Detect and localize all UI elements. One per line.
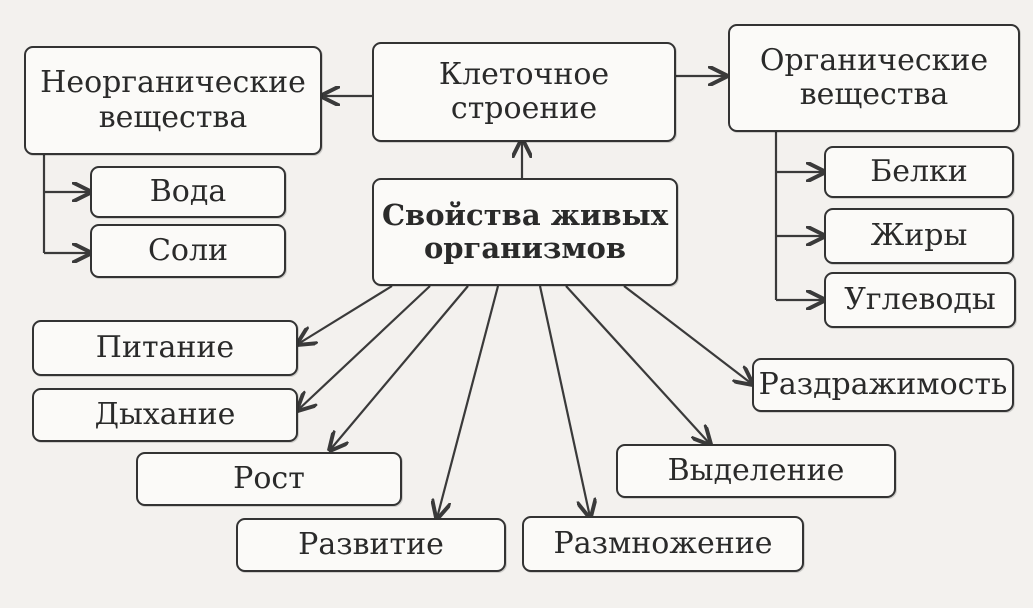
node-inorganic: Неорганические вещества [24, 46, 322, 155]
arrow-center-reproduction [538, 285, 590, 517]
node-inorganic-label: Неорганические вещества [40, 65, 306, 135]
node-center: Свойства живых организмов [372, 178, 678, 286]
arrow-center-respiration [298, 285, 431, 410]
node-reproduction: Размножение [522, 516, 804, 572]
node-reproduction-label: Размножение [553, 525, 773, 561]
arrow-center-growth [330, 285, 469, 450]
node-respiration: Дыхание [32, 388, 298, 442]
node-fats-label: Жиры [870, 217, 968, 253]
node-respiration-label: Дыхание [94, 396, 236, 432]
node-development: Развитие [236, 518, 506, 572]
arrow-center-irritability [623, 285, 752, 384]
node-water-label: Вода [149, 173, 227, 209]
arrow-center-nutrition [298, 285, 393, 344]
node-carbs-label: Углеводы [844, 281, 996, 317]
node-salts-label: Соли [147, 232, 229, 268]
node-center-label: Свойства живых организмов [381, 197, 669, 265]
node-water: Вода [90, 166, 286, 218]
node-organic-label: Органические вещества [759, 42, 989, 112]
node-fats: Жиры [824, 208, 1014, 264]
node-nutrition-label: Питание [95, 329, 235, 365]
node-irritability: Раздражимость [752, 358, 1014, 412]
node-excretion: Выделение [616, 444, 896, 498]
node-growth: Рост [136, 452, 402, 506]
node-irritability-label: Раздражимость [758, 366, 1008, 402]
node-excretion-label: Выделение [667, 452, 845, 488]
arrow-center-development [437, 285, 500, 518]
node-carbs: Углеводы [824, 272, 1016, 328]
node-cell-structure-label: Клеточное строение [438, 56, 610, 126]
node-salts: Соли [90, 224, 286, 278]
node-proteins: Белки [824, 146, 1014, 198]
node-growth-label: Рост [233, 460, 305, 496]
node-development-label: Развитие [298, 526, 444, 562]
node-cell-structure: Клеточное строение [372, 42, 676, 142]
node-organic: Органические вещества [728, 24, 1020, 132]
node-nutrition: Питание [32, 320, 298, 376]
arrow-center-excretion [565, 285, 710, 444]
node-proteins-label: Белки [870, 153, 968, 189]
